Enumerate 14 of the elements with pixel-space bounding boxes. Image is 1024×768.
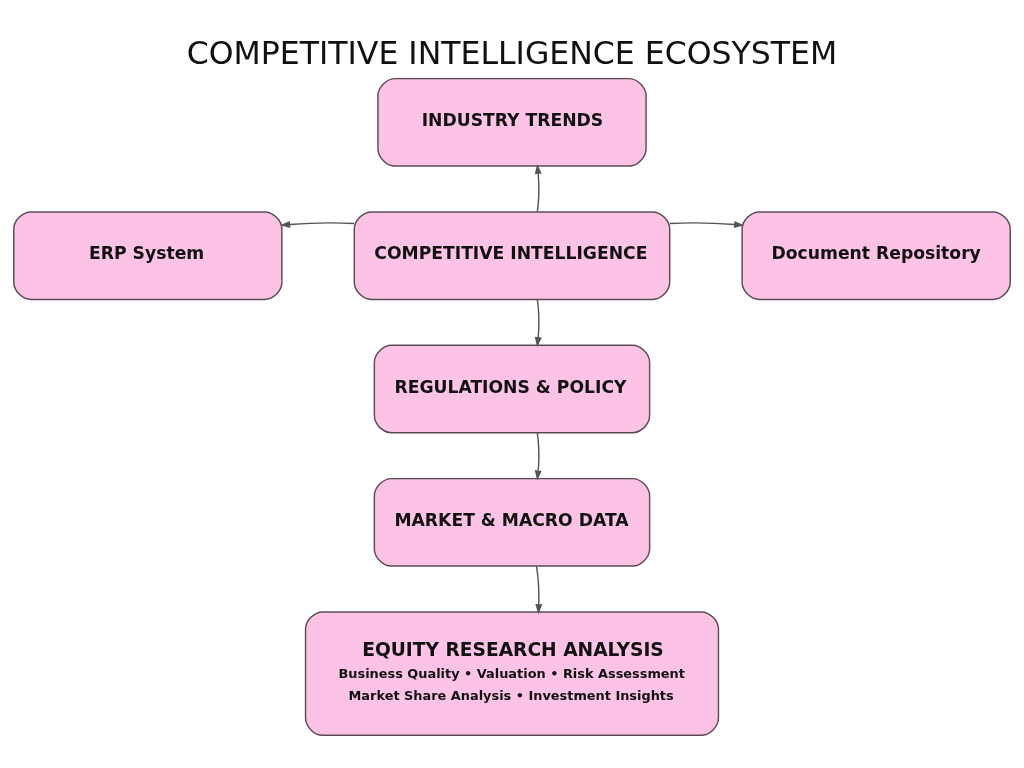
node-box: EQUITY RESEARCH ANALYSIS Business Quality • Valuation • Risk Assessment Market Share Analysis • Investment Insights	[304, 611, 720, 736]
arrow	[534, 432, 542, 481]
node-box: COMPETITIVE INTELLIGENCE	[353, 211, 671, 301]
arrow	[280, 220, 355, 228]
arrow	[534, 298, 542, 348]
node-box: MARKET & MACRO DATA	[373, 477, 651, 567]
node-box: Document Repository	[741, 211, 1011, 301]
arrow	[535, 565, 543, 615]
arrow	[534, 164, 542, 213]
node-box: ERP System	[13, 211, 283, 301]
node-box: REGULATIONS & POLICY	[373, 344, 651, 434]
arrow	[669, 220, 745, 228]
diagram-title: COMPETITIVE INTELLIGENCE ECOSYSTEM	[186, 34, 838, 71]
node-box: INDUSTRY TRENDS	[377, 77, 647, 167]
